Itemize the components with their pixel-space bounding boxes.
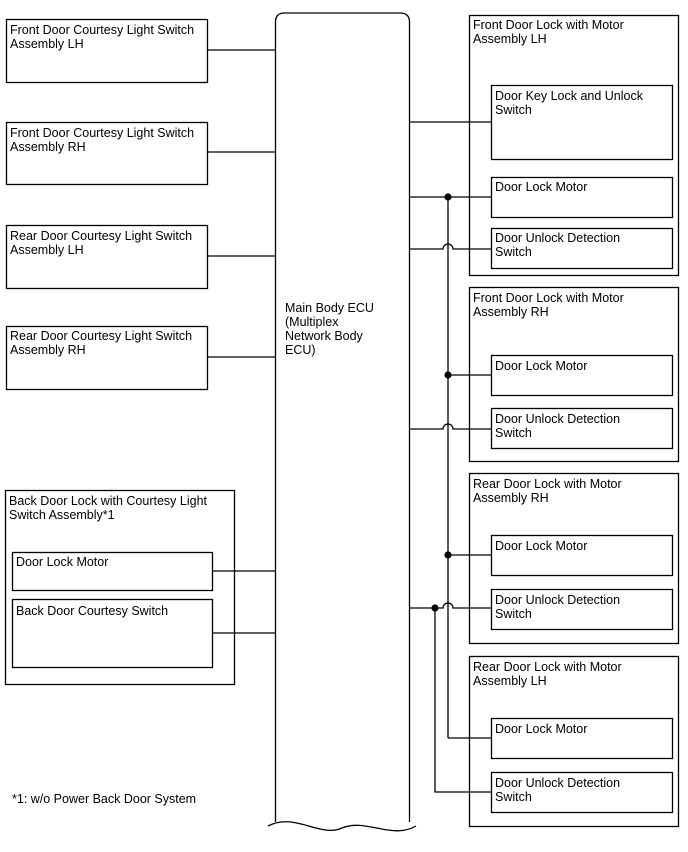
front-door-lock-rh-label: Front Door Lock with Motor Assembly RH	[473, 291, 624, 319]
box-rear-lh-unlock-switch	[490, 771, 674, 814]
box-front-lh-unlock-switch	[490, 227, 674, 270]
box-front-rh-lock-motor	[490, 354, 674, 397]
box-front-rh-unlock-switch	[490, 407, 674, 450]
ecu-break-wave	[267, 821, 417, 832]
box-front-door-lock-lh	[468, 14, 680, 277]
junction-dot	[444, 371, 452, 379]
footnote: *1: w/o Power Back Door System	[12, 792, 197, 806]
box-front-door-courtesy-lh	[5, 18, 209, 84]
box-rear-door-courtesy-rh	[5, 325, 209, 391]
back-door-assembly-label: Back Door Lock with Courtesy Light Switc…	[9, 494, 208, 522]
wire-front-lh-unlock	[410, 243, 491, 250]
back-door-courtesy-switch-label: Back Door Courtesy Switch	[16, 604, 169, 618]
junction-dot	[444, 551, 452, 559]
box-rear-rh-unlock-switch	[490, 588, 674, 631]
wire-front-rh-unlock	[410, 423, 491, 430]
back-door-lock-motor-label: Door Lock Motor	[16, 555, 109, 569]
main-body-ecu-label: Main Body ECU (Multiplex Network Body EC…	[285, 301, 374, 357]
rear-door-courtesy-lh-label: Rear Door Courtesy Light Switch Assembly…	[10, 229, 193, 257]
rear-rh-unlock-switch-label: Door Unlock Detection Switch	[495, 593, 621, 621]
rear-rh-lock-motor-label: Door Lock Motor	[495, 539, 588, 553]
box-rear-door-lock-rh	[468, 472, 680, 645]
front-lh-unlock-switch-label: Door Unlock Detection Switch	[495, 231, 621, 259]
rear-door-lock-lh-label: Rear Door Lock with Motor Assembly LH	[473, 660, 622, 688]
rear-lh-unlock-switch-label: Door Unlock Detection Switch	[495, 776, 621, 804]
rear-door-courtesy-rh-label: Rear Door Courtesy Light Switch Assembly…	[10, 329, 193, 357]
junction-dot	[431, 604, 439, 612]
front-door-courtesy-lh-label: Front Door Courtesy Light Switch Assembl…	[10, 23, 195, 51]
box-front-lh-key-switch	[490, 84, 674, 161]
box-rear-door-lock-lh	[468, 655, 680, 828]
rear-door-lock-rh-label: Rear Door Lock with Motor Assembly RH	[473, 477, 622, 505]
wire-rear-lh-unlock	[434, 608, 491, 793]
wire-rear-rh-unlock	[410, 602, 491, 609]
box-front-lh-lock-motor	[490, 176, 674, 219]
front-door-lock-lh-label: Front Door Lock with Motor Assembly LH	[473, 18, 624, 46]
junction-dot	[444, 193, 452, 201]
front-door-courtesy-rh-label: Front Door Courtesy Light Switch Assembl…	[10, 126, 195, 154]
box-back-door-lock-assembly	[4, 489, 236, 686]
front-lh-key-switch-label: Door Key Lock and Unlock Switch	[495, 89, 643, 117]
main-body-ecu-shape	[274, 12, 411, 822]
front-rh-unlock-switch-label: Door Unlock Detection Switch	[495, 412, 621, 440]
rear-lh-lock-motor-label: Door Lock Motor	[495, 722, 588, 736]
box-rear-lh-lock-motor	[490, 717, 674, 760]
front-lh-lock-motor-label: Door Lock Motor	[495, 180, 588, 194]
box-rear-door-courtesy-lh	[5, 224, 209, 290]
box-front-door-courtesy-rh	[5, 121, 209, 186]
front-rh-lock-motor-label: Door Lock Motor	[495, 359, 588, 373]
box-rear-rh-lock-motor	[490, 534, 674, 577]
